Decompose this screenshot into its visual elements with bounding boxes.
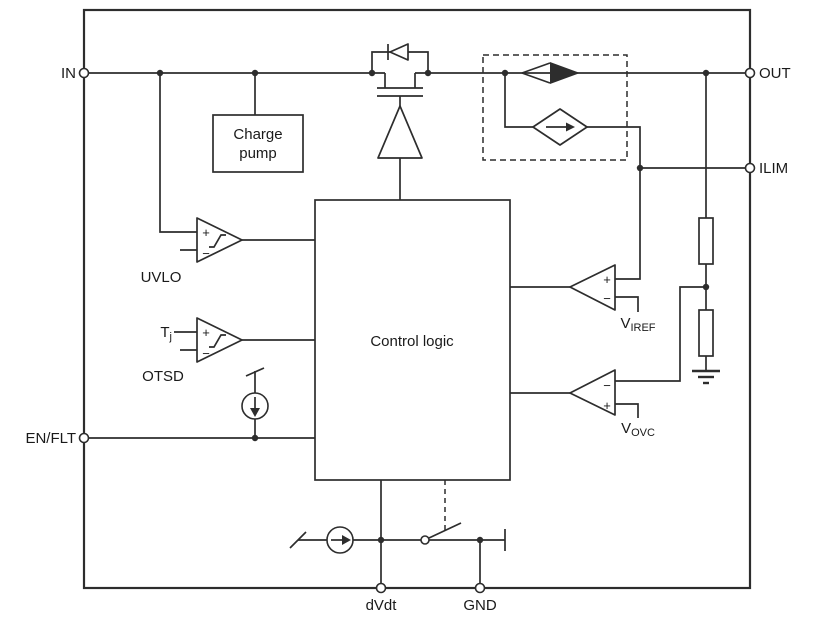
body-diode (387, 43, 409, 61)
pin-label-in: IN (61, 65, 76, 82)
viref-label: VIREF (620, 315, 655, 334)
pin-in (78, 67, 90, 79)
dvdt-current-source (326, 526, 354, 554)
charge-pump-label-line1: Charge (233, 126, 282, 143)
vovc-label: VOVC (621, 420, 655, 439)
pin-ilim (744, 162, 756, 174)
viref-plus-sign: + (603, 272, 611, 287)
otsd-plus-sign: + (202, 325, 210, 340)
vovc-plus-sign: + (603, 398, 611, 413)
pin-label-out: OUT (759, 65, 791, 82)
uvlo-plus-sign: + (202, 225, 210, 240)
gate-driver (377, 105, 423, 159)
viref-minus-sign: − (603, 291, 611, 306)
pin-enflt (78, 432, 90, 444)
hysteresis-icon (209, 334, 226, 348)
otsd-label: OTSD (142, 368, 184, 385)
uvlo-minus-sign: − (202, 246, 210, 261)
wires (84, 51, 750, 588)
pin-label-enflt: EN/FLT (25, 430, 76, 447)
tj-label: Tj (160, 324, 172, 343)
otsd-minus-sign: − (202, 346, 210, 361)
resistor-r2 (698, 309, 714, 357)
pin-out (744, 67, 756, 79)
control-logic-label: Control logic (370, 333, 454, 350)
hysteresis-icon (209, 234, 226, 248)
right-arrow-icon (342, 535, 351, 545)
pin-gnd (474, 582, 486, 594)
pin-label-gnd: GND (463, 597, 497, 614)
discharge-switch (420, 535, 430, 545)
charge-pump-label-line2: pump (239, 145, 277, 162)
viref-comparator: + − VIREF (569, 264, 656, 334)
resistor-r1 (698, 217, 714, 265)
ic-boundary (82, 8, 752, 590)
current-sense-block (482, 54, 628, 161)
vovc-comparator: − + VOVC (569, 369, 655, 439)
down-arrow-icon (250, 408, 260, 417)
enflt-current-source (241, 392, 269, 420)
uvlo-label: UVLO (141, 269, 182, 286)
pin-label-dvdt: dVdt (366, 597, 398, 614)
sense-arrow-icon (550, 62, 580, 84)
pin-dvdt (375, 582, 387, 594)
right-arrow-icon (566, 122, 575, 132)
charge-pump-block: Charge pump (212, 114, 304, 173)
control-logic-block: Control logic (314, 199, 511, 481)
pin-label-ilim: ILIM (759, 160, 788, 177)
uvlo-comparator: + − UVLO (141, 217, 243, 286)
vovc-minus-sign: − (603, 378, 611, 393)
dependent-current-source (532, 108, 588, 146)
junction-dots (156, 69, 710, 544)
ground-symbol (692, 369, 720, 385)
otsd-comparator: + − Tj OTSD (142, 317, 243, 385)
